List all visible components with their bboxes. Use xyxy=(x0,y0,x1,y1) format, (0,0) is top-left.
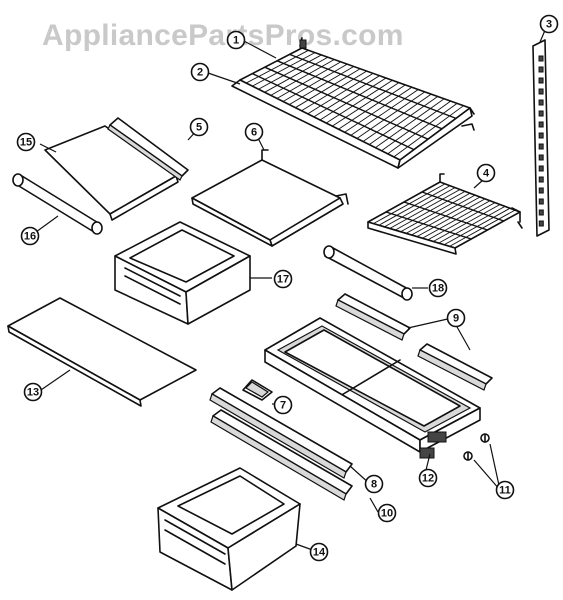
callout-number: 1 xyxy=(233,35,239,47)
callout-2: 2 xyxy=(190,62,210,82)
deli-drawer[interactable] xyxy=(114,221,251,325)
callout-10: 10 xyxy=(377,503,397,523)
deli-shelf[interactable] xyxy=(191,149,349,247)
crisper-slide-lower[interactable] xyxy=(210,409,353,501)
callout-circle xyxy=(273,395,293,415)
callout-3: 3 xyxy=(539,14,559,34)
callout-circle xyxy=(23,382,43,402)
callout-number: 16 xyxy=(24,231,36,243)
callout-16: 16 xyxy=(20,226,40,246)
callout-number: 17 xyxy=(277,274,289,286)
callout-circle xyxy=(495,480,515,500)
callout-circle xyxy=(16,132,36,152)
callout-11: 11 xyxy=(495,480,515,500)
callout-14: 14 xyxy=(309,542,329,562)
callout-number: 5 xyxy=(196,122,202,134)
glass-trim-rear[interactable] xyxy=(107,117,189,181)
callout-number: 9 xyxy=(453,313,459,325)
callout-number: 13 xyxy=(27,387,39,399)
callout-circle xyxy=(377,503,397,523)
crisper-slide-upper[interactable] xyxy=(209,387,353,479)
callout-circle xyxy=(244,122,264,142)
callout-13: 13 xyxy=(23,382,43,402)
callout-number: 6 xyxy=(251,127,257,139)
callout-number: 14 xyxy=(313,547,326,559)
callout-circle xyxy=(20,226,40,246)
callout-circle xyxy=(428,278,448,298)
callout-1: 1 xyxy=(226,30,246,50)
callout-number: 8 xyxy=(371,479,377,491)
callout-5: 5 xyxy=(189,117,209,137)
wire-shelf-large[interactable] xyxy=(231,37,475,169)
callout-9: 9 xyxy=(446,308,466,328)
callout-circle xyxy=(273,269,293,289)
shelf-rail[interactable] xyxy=(532,39,550,237)
screws[interactable] xyxy=(463,433,490,461)
callout-circle xyxy=(364,474,384,494)
callout-circle xyxy=(190,62,210,82)
callout-circle xyxy=(446,308,466,328)
callout-number: 3 xyxy=(546,19,552,31)
callout-number: 15 xyxy=(20,137,32,149)
callout-circle xyxy=(476,163,496,183)
callout-number: 18 xyxy=(432,283,444,295)
callout-circle xyxy=(418,468,438,488)
callout-12: 12 xyxy=(418,468,438,488)
callout-18: 18 xyxy=(428,278,448,298)
wire-shelf-small[interactable] xyxy=(367,173,523,255)
callout-15: 15 xyxy=(16,132,36,152)
glass-trim-front[interactable] xyxy=(12,173,103,235)
callout-circle xyxy=(189,117,209,137)
callout-number: 10 xyxy=(381,508,393,520)
crisper-cover-trims[interactable] xyxy=(335,293,493,391)
callout-number: 4 xyxy=(483,168,490,180)
callout-circle xyxy=(226,30,246,50)
callout-number: 7 xyxy=(280,400,286,412)
callout-number: 12 xyxy=(422,473,434,485)
callout-number: 2 xyxy=(197,67,203,79)
callout-number: 11 xyxy=(499,485,511,497)
callout-17: 17 xyxy=(273,269,293,289)
callout-circle xyxy=(539,14,559,34)
callout-circle xyxy=(309,542,329,562)
crisper-cover-glass[interactable] xyxy=(7,297,197,407)
deli-trim[interactable] xyxy=(323,245,413,301)
crisper-slide-bracket[interactable] xyxy=(242,379,273,401)
crisper-cover-frame[interactable] xyxy=(264,317,481,459)
watermark-text: AppliancePartsPros.com xyxy=(42,19,404,52)
callout-7: 7 xyxy=(273,395,293,415)
crisper-drawer[interactable] xyxy=(157,467,301,591)
callout-6: 6 xyxy=(244,122,264,142)
callout-4: 4 xyxy=(476,163,496,183)
callout-8: 8 xyxy=(364,474,384,494)
